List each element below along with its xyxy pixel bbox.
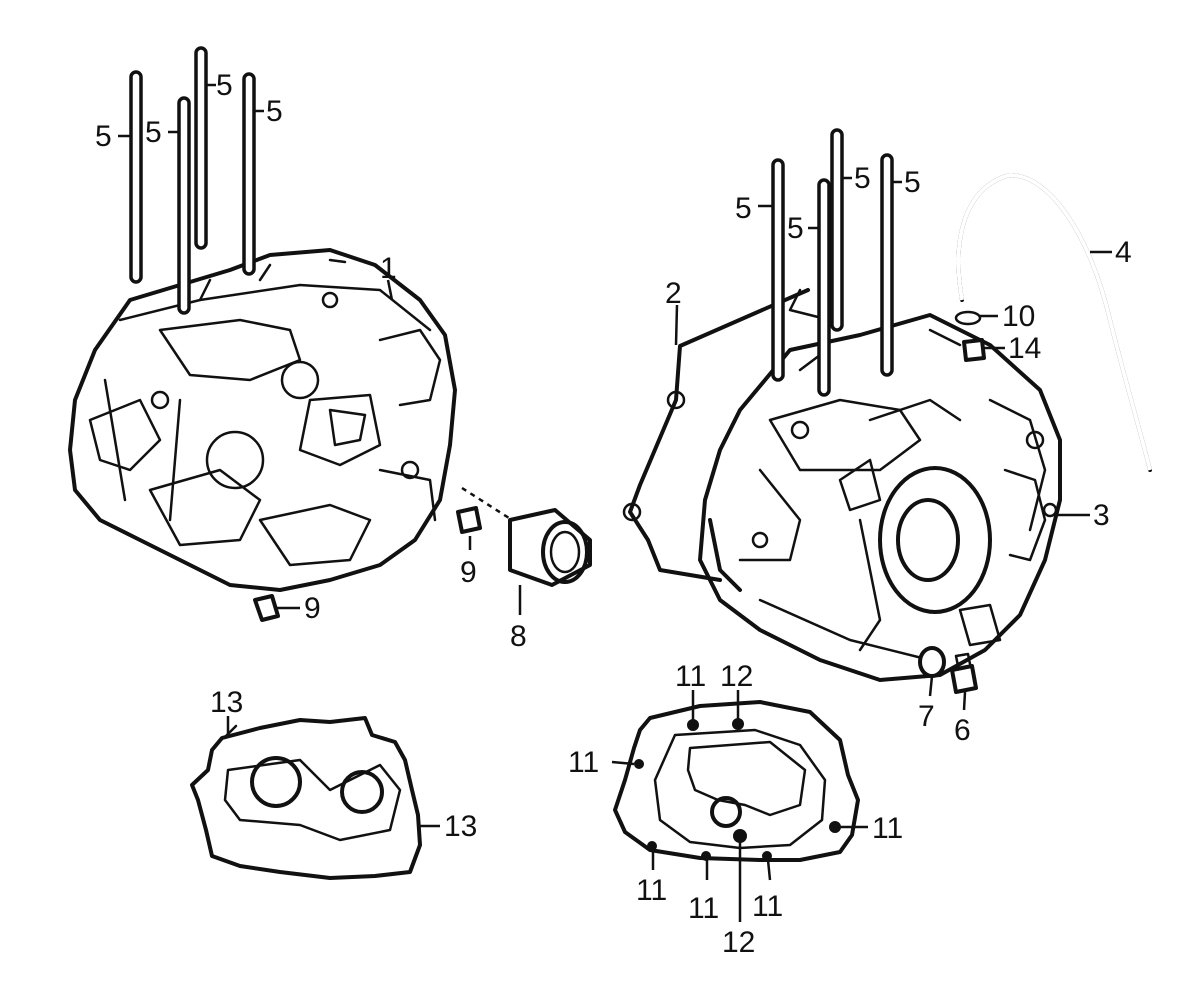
leader-lines (118, 83, 1112, 922)
callout-13b: 13 (444, 810, 477, 843)
left-half-studs (129, 46, 256, 315)
callout-2: 2 (665, 277, 682, 310)
dowel-11-bottom-mid (701, 851, 711, 861)
bearing-guide-line (461, 486, 521, 527)
gasket-13 (190, 716, 422, 880)
left-crankcase-half (68, 248, 457, 592)
callout-8: 8 (510, 620, 527, 653)
callout-4: 4 (1115, 236, 1132, 269)
callout-7: 7 (918, 700, 935, 733)
gasket-11-12 (613, 700, 860, 862)
callout-14: 14 (1008, 332, 1041, 365)
callout-5b: 5 (145, 116, 162, 149)
callout-5c: 5 (216, 69, 233, 102)
dowel-12-top (732, 718, 744, 730)
callout-5f: 5 (787, 212, 804, 245)
callout-11c: 11 (872, 812, 903, 845)
dowel-pins-11-12 (634, 718, 841, 861)
callout-9b: 9 (304, 592, 321, 625)
callout-5d: 5 (266, 95, 283, 128)
dowel-11-bottom-right (762, 851, 772, 861)
callout-13a: 13 (210, 686, 243, 719)
hose-clip-10 (954, 310, 982, 326)
dowel-11-top (687, 719, 699, 731)
stud-5g (830, 128, 844, 332)
callout-11e: 11 (688, 892, 719, 925)
breather-fitting-14 (962, 338, 986, 362)
dowel-12-bottom (733, 829, 747, 843)
callout-12b: 12 (722, 926, 755, 959)
callout-11f: 11 (752, 890, 783, 923)
callout-9a: 9 (460, 556, 477, 589)
drain-bolt-6 (950, 652, 978, 694)
callout-11b: 11 (568, 746, 599, 779)
callout-5h: 5 (904, 166, 921, 199)
callout-5e: 5 (735, 192, 752, 225)
oil-pipe-2 (622, 288, 832, 582)
stud-5a (129, 70, 143, 284)
callout-10: 10 (1002, 300, 1035, 333)
dowel-11-left (634, 759, 644, 769)
sealing-washer-7 (918, 646, 946, 678)
callout-11a: 11 (675, 660, 706, 693)
callout-5a: 5 (95, 120, 112, 153)
callout-3: 3 (1093, 499, 1110, 532)
dowel-pin-9b (253, 594, 280, 622)
stud-5b (177, 96, 191, 315)
right-half-studs (771, 128, 894, 397)
dowel-pin-9a (456, 506, 482, 534)
dowel-11-bottom-left (647, 841, 657, 851)
dowel-11-right (829, 821, 841, 833)
callout-12a: 12 (720, 660, 753, 693)
right-crankcase-half (698, 313, 1062, 682)
callout-1: 1 (380, 252, 397, 285)
stud-5d (242, 72, 256, 276)
stud-5h (880, 153, 894, 377)
stud-5c (194, 46, 208, 250)
stud-5f (817, 178, 831, 397)
callout-labels: 5 5 5 5 1 5 5 5 5 2 4 10 14 3 9 9 8 7 6 … (95, 69, 1132, 959)
callout-6: 6 (954, 714, 971, 747)
callout-11d: 11 (636, 874, 667, 907)
callout-5g: 5 (854, 162, 871, 195)
needle-bearing-8 (508, 508, 592, 587)
stud-5e (771, 158, 785, 382)
